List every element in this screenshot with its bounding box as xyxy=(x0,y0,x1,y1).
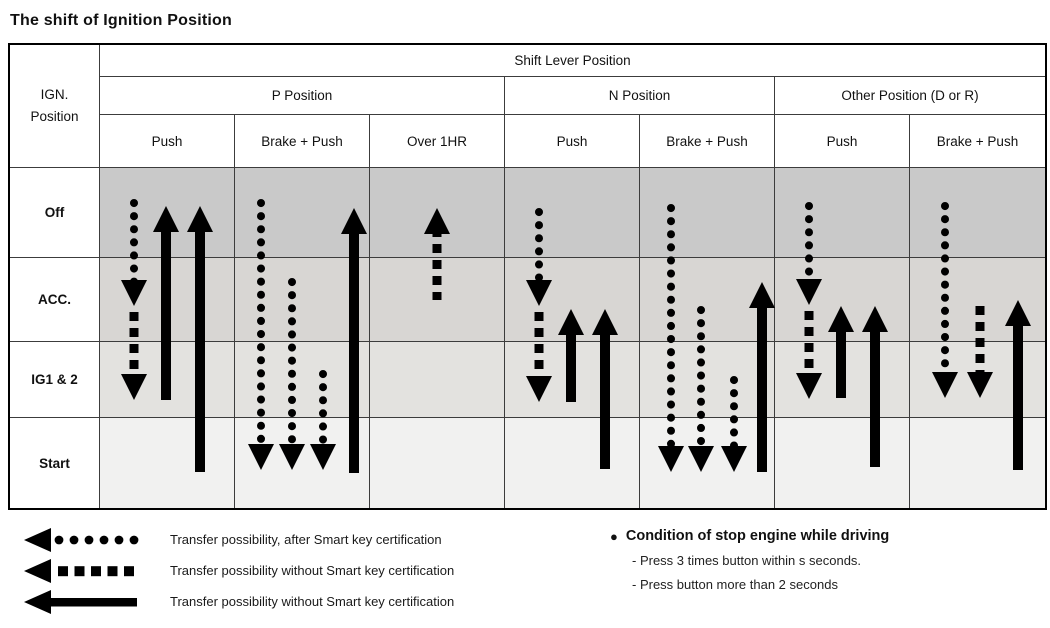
sub-header-p-over-1hr: Over 1HR xyxy=(370,115,505,168)
cell-p-over-1hr-ig1-2 xyxy=(370,342,505,418)
cell-p-brake-push-ig1-2 xyxy=(235,342,370,418)
row-label-start: Start xyxy=(10,418,100,508)
cell-n-brake-push-acc xyxy=(640,258,775,342)
note-line-2: - Press button more than 2 seconds xyxy=(632,577,838,592)
legend-label: Transfer possibility without Smart key c… xyxy=(170,594,455,609)
header-group-p-position: P Position xyxy=(100,77,505,115)
cell-other-brake-push-ig1-2 xyxy=(910,342,1045,418)
cell-p-over-1hr-acc xyxy=(370,258,505,342)
cell-p-push-start xyxy=(100,418,235,508)
cell-other-push-off xyxy=(775,168,910,258)
stop-engine-note: ● Condition of stop engine while driving… xyxy=(610,524,889,592)
cell-p-push-off xyxy=(100,168,235,258)
legend-item-dotted: Transfer possibility, after Smart key ce… xyxy=(22,524,568,555)
cell-n-brake-push-ig1-2 xyxy=(640,342,775,418)
cell-other-brake-push-off xyxy=(910,168,1045,258)
header-shift-lever-position: Shift Lever Position xyxy=(100,45,1045,77)
legend-item-dashed: Transfer possibility without Smart key c… xyxy=(22,555,568,586)
header-group-n-position: N Position xyxy=(505,77,775,115)
legend-label: Transfer possibility, after Smart key ce… xyxy=(170,532,442,547)
cell-other-push-ig1-2 xyxy=(775,342,910,418)
cell-p-push-acc xyxy=(100,258,235,342)
sub-header-other-push: Push xyxy=(775,115,910,168)
legend-label: Transfer possibility without Smart key c… xyxy=(170,563,455,578)
note-title-text: Condition of stop engine while driving xyxy=(625,528,890,544)
cell-n-push-ig1-2 xyxy=(505,342,640,418)
row-label-ig1-2: IG1 & 2 xyxy=(10,342,100,418)
solid-arrow-icon xyxy=(24,589,137,614)
cell-other-push-acc xyxy=(775,258,910,342)
page-title: The shift of Ignition Position xyxy=(10,12,232,29)
legend: Transfer possibility, after Smart key ce… xyxy=(8,524,568,617)
sub-header-other-brake-push: Brake + Push xyxy=(910,115,1045,168)
cell-n-push-off xyxy=(505,168,640,258)
note-line-1: - Press 3 times button within s seconds. xyxy=(632,553,862,568)
cell-other-brake-push-start xyxy=(910,418,1045,508)
cell-other-push-start xyxy=(775,418,910,508)
cell-other-brake-push-acc xyxy=(910,258,1045,342)
cell-p-brake-push-off xyxy=(235,168,370,258)
bullet-icon: ● xyxy=(610,528,618,544)
cell-n-brake-push-off xyxy=(640,168,775,258)
cell-n-push-start xyxy=(505,418,640,508)
sub-header-n-brake-push: Brake + Push xyxy=(640,115,775,168)
cell-n-push-acc xyxy=(505,258,640,342)
cell-p-push-ig1-2 xyxy=(100,342,235,418)
header-group-other-position: Other Position (D or R) xyxy=(775,77,1045,115)
cell-n-brake-push-start xyxy=(640,418,775,508)
corner-line-2: Position xyxy=(30,109,79,124)
legend-item-solid: Transfer possibility without Smart key c… xyxy=(22,586,568,617)
sub-header-p-push: Push xyxy=(100,115,235,168)
cell-p-over-1hr-start xyxy=(370,418,505,508)
sub-header-p-brake-push: Brake + Push xyxy=(235,115,370,168)
sub-header-n-push: Push xyxy=(505,115,640,168)
corner-line-1: IGN. xyxy=(40,87,69,103)
note-title: ● Condition of stop engine while driving xyxy=(610,528,889,544)
ignition-shift-table: IGN. Position Shift Lever Position P Pos… xyxy=(8,43,1047,510)
row-label-off: Off xyxy=(10,168,100,258)
footer: Transfer possibility, after Smart key ce… xyxy=(8,524,1043,617)
dotted-arrow-icon xyxy=(24,527,139,552)
cell-p-brake-push-acc xyxy=(235,258,370,342)
row-label-acc: ACC. xyxy=(10,258,100,342)
cell-p-brake-push-start xyxy=(235,418,370,508)
corner-header-ign-position: IGN. Position xyxy=(10,45,100,168)
cell-p-over-1hr-off xyxy=(370,168,505,258)
dashed-arrow-icon xyxy=(24,558,134,583)
table-grid: IGN. Position Shift Lever Position P Pos… xyxy=(8,43,1047,510)
